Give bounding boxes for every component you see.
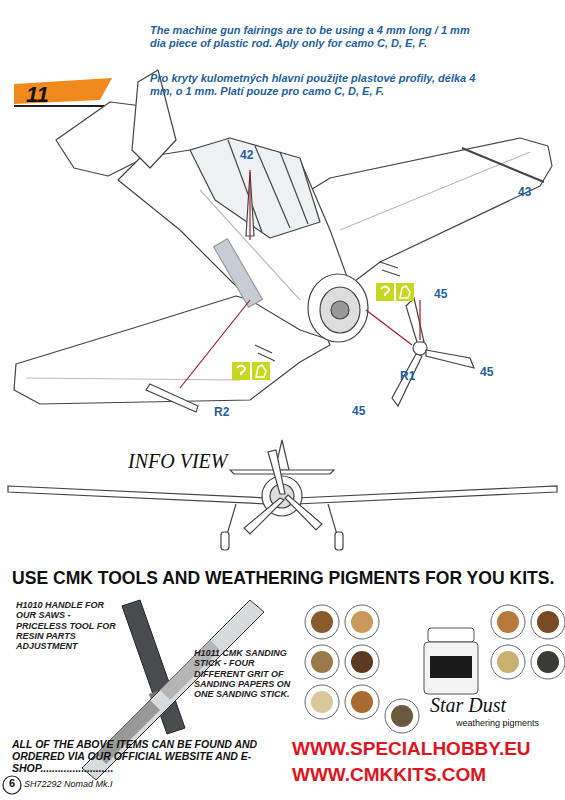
note-english: The machine gun fairings are to be using… — [150, 24, 480, 49]
drawing-stroke — [331, 301, 349, 319]
drawing-stroke — [426, 350, 474, 368]
callout-number: R2 — [214, 406, 244, 420]
drawing-stroke — [180, 300, 250, 388]
drawing-stroke — [537, 611, 559, 633]
view-title: INFO VIEW — [128, 450, 288, 473]
drawing-stroke — [385, 699, 419, 733]
page-number: 6 — [6, 777, 18, 790]
drawing-stroke — [491, 645, 525, 679]
callout-number: 45 — [434, 288, 464, 302]
callout-number: 45 — [352, 405, 382, 419]
drawing-stroke — [320, 287, 360, 333]
step-number: 11 — [26, 82, 86, 107]
drawing-stroke — [366, 310, 412, 345]
pigment-jars — [305, 605, 565, 733]
drawing-stroke — [311, 691, 333, 713]
aircraft-perspective — [14, 70, 552, 404]
drawing-stroke — [221, 532, 229, 550]
leader-lines — [180, 170, 420, 388]
drawing-stroke — [305, 605, 339, 639]
drawing-stroke — [285, 495, 322, 530]
drawing-stroke — [531, 605, 565, 639]
callout-number: 42 — [240, 149, 270, 163]
drawing-stroke — [345, 645, 379, 679]
drawing-stroke — [497, 611, 519, 633]
drawing-stroke — [406, 298, 424, 342]
drawing-stroke — [255, 146, 290, 228]
drawing-stroke — [413, 341, 427, 355]
drawing-stroke — [537, 651, 559, 673]
drawing-stroke — [305, 645, 339, 679]
drawing-stroke — [26, 378, 240, 380]
drawing-stroke — [351, 651, 373, 673]
drawing-stroke — [258, 353, 275, 361]
drawing-stroke — [255, 345, 272, 353]
drawing-stroke — [391, 705, 413, 727]
drawing-stroke — [280, 152, 308, 224]
drawing-stroke — [146, 384, 198, 412]
drawing-stroke — [497, 651, 519, 673]
drawing-stroke — [351, 611, 373, 633]
drawing-stroke — [380, 262, 398, 268]
brand-name: Star Dust — [430, 694, 540, 717]
front-view — [8, 440, 557, 550]
advert-heading: USE CMK TOOLS AND WEATHERING PIGMENTS FO… — [12, 568, 540, 589]
advert-note: ALL OF THE ABOVE ITEMS CAN BE FOUND AND … — [12, 738, 282, 774]
drawing-stroke — [256, 365, 266, 377]
drawing-stroke — [345, 605, 379, 639]
drawing-stroke — [230, 470, 334, 474]
drawing-stroke — [214, 239, 263, 308]
note-czech: Pro kryty kulometných hlavní použijte pl… — [150, 72, 480, 97]
drawing-stroke — [382, 270, 400, 276]
drawing-stroke — [396, 283, 414, 301]
drawing-stroke — [268, 450, 285, 494]
callout-number: 43 — [518, 186, 548, 200]
drawing-stroke — [376, 283, 394, 301]
drawing-stroke — [244, 498, 284, 534]
drawing-stroke — [308, 274, 368, 342]
drawing-stroke — [252, 362, 270, 380]
brand-subtitle: weathering pigments — [456, 718, 556, 728]
drawing-stroke — [305, 685, 339, 719]
drawing-stroke — [400, 286, 410, 298]
drawing-stroke — [232, 362, 250, 380]
star-dust-jar — [424, 628, 478, 694]
drawing-stroke — [237, 366, 245, 376]
drawing-stroke — [249, 170, 250, 240]
tool-description: H1010 HANDLE FOR OUR SAWS - PRICELESS TO… — [16, 600, 120, 652]
drawing-stroke — [424, 642, 478, 694]
drawing-stroke — [428, 628, 474, 642]
website-url: WWW.CMKKITS.COM — [292, 764, 558, 786]
help-icons — [232, 283, 414, 380]
page-number-mark — [3, 776, 21, 794]
drawing-stroke — [381, 287, 389, 297]
drawing-stroke — [419, 300, 420, 340]
drawing-stroke — [351, 691, 373, 713]
drawing-stroke — [190, 138, 320, 238]
drawing-stroke — [3, 776, 21, 794]
drawing-stroke — [345, 685, 379, 719]
drawing-stroke — [430, 656, 472, 678]
tool-description: H1011 CMK SANDING STICK - FOUR DIFFERENT… — [194, 648, 304, 700]
drawing-stroke — [335, 532, 343, 550]
part-parts — [146, 148, 544, 412]
website-url: WWW.SPECIALHOBBY.EU — [292, 738, 558, 760]
drawing-stroke — [311, 651, 333, 673]
kit-code: SH72292 Nomad Mk.I — [24, 779, 184, 789]
drawing-stroke — [462, 148, 544, 182]
callout-number: R1 — [400, 370, 430, 384]
callout-number: 45 — [480, 366, 510, 380]
drawing-stroke — [311, 611, 333, 633]
drawing-stroke — [491, 605, 525, 639]
drawing-stroke — [531, 645, 565, 679]
